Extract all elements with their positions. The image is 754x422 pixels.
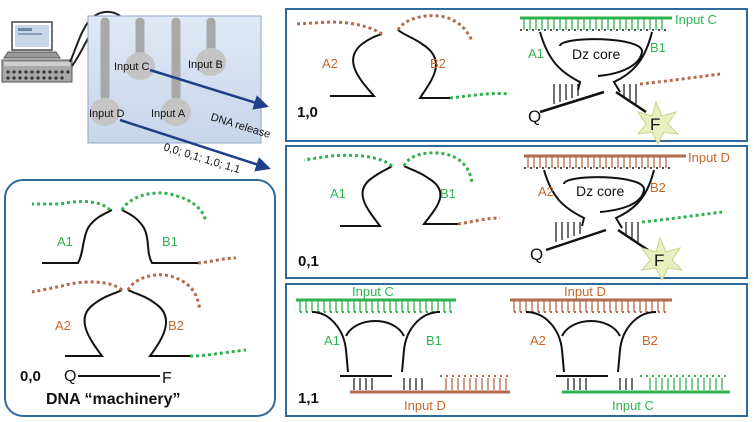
label-a2: A2 [538,184,554,199]
label-a1: A1 [330,186,346,201]
laptop-icon [3,21,61,59]
state-label-0-1: 0,1 [298,253,319,270]
label-b1: B1 [426,333,442,348]
strand-a1 [42,209,113,264]
input-d-label-top: Input D [564,284,606,299]
label-q: Q [530,245,543,264]
input-d-label: Input D [688,150,730,165]
dz-core-label: Dz core [576,183,624,199]
panel-0-1: A1 B1 0,1 Input D Dz core A2 B2 [285,145,748,282]
tail-green [449,92,511,100]
state-label-0-0: 0,0 [20,368,41,385]
strand-b2 [397,29,450,99]
chip-label-input-c: Input C [114,61,150,73]
dz-core-loop [559,38,643,77]
state-label-1-0: 1,0 [297,104,318,121]
hairpin-loop [561,320,621,337]
tail-brown [457,216,501,226]
tail-brown-left [31,280,123,294]
hairpin-loop [345,320,405,337]
dz-core-left [543,169,586,227]
strand-b1 [121,209,198,264]
strand-a2 [330,33,383,97]
panel-0-0: A1 B1 A2 B2 Q F 0,0 DNA “machinery” [4,179,276,417]
tail-brown-b1 [197,256,237,265]
strand-a1 [311,311,349,373]
label-a1: A1 [324,333,340,348]
caption-dna-machinery: DNA “machinery” [46,391,181,408]
label-q: Q [64,368,76,385]
input-c-label-bottom: Input C [612,398,654,413]
tail-green-right [402,151,474,183]
tail-green-left [303,153,393,168]
label-q: Q [528,107,541,126]
potentiostat-icon [1,59,73,83]
label-b1: B1 [162,234,178,249]
label-b1: B1 [440,186,456,201]
release-arrow-upper [149,68,269,110]
label-b2: B2 [642,333,658,348]
dz-core-loop [563,176,645,213]
strand-b1 [401,311,441,373]
label-b2: B2 [168,318,184,333]
electrode-chip: Input C Input B Input D Input A [87,15,262,144]
label-a1: A1 [57,234,73,249]
tail-brown-right [126,273,202,311]
panel-1-0: A2 B2 1,0 Input C Dz core A1 B1 [285,8,748,146]
dz-core-label: Dz core [572,46,620,62]
tail-green-top [32,200,112,212]
input-c-label: Input C [675,12,717,27]
chip-label-input-d: Input D [89,108,125,120]
instrument-illustration [1,10,139,83]
dz-core-right [612,31,653,93]
strand-a1 [340,165,393,227]
label-b2: B2 [430,56,446,71]
strand-b2 [127,289,190,357]
state-label-1-1: 1,1 [298,390,319,407]
label-f: F [162,370,172,387]
label-a1: A1 [528,46,544,61]
chip-label-input-b: Input B [188,59,223,71]
label-b1: B1 [650,40,666,55]
tail-brown-core [639,72,721,86]
label-b2: B2 [650,180,666,195]
panel-1-1: Input C A1 B1 [285,283,748,417]
strand-b1 [403,165,458,225]
input-c-label-top: Input C [352,284,394,299]
fluorophore-star [640,236,684,282]
dz-core-right [614,169,655,229]
release-arrow-lower [119,118,271,172]
tail-green-top-right [120,191,208,223]
strand-a2 [525,311,565,373]
dz-core-left [539,31,582,91]
strand-a2 [65,289,123,357]
label-f: F [650,115,660,134]
label-f: F [654,251,664,270]
fluorophore-star [636,100,680,146]
strand-b2 [617,311,657,373]
label-a2: A2 [55,318,71,333]
label-a2: A2 [530,333,546,348]
chip-label-input-a: Input A [151,108,186,120]
tail-green-core [641,210,723,224]
tail-brown-right [396,14,474,41]
input-d-label-bottom: Input D [404,398,446,413]
label-a2: A2 [322,56,338,71]
